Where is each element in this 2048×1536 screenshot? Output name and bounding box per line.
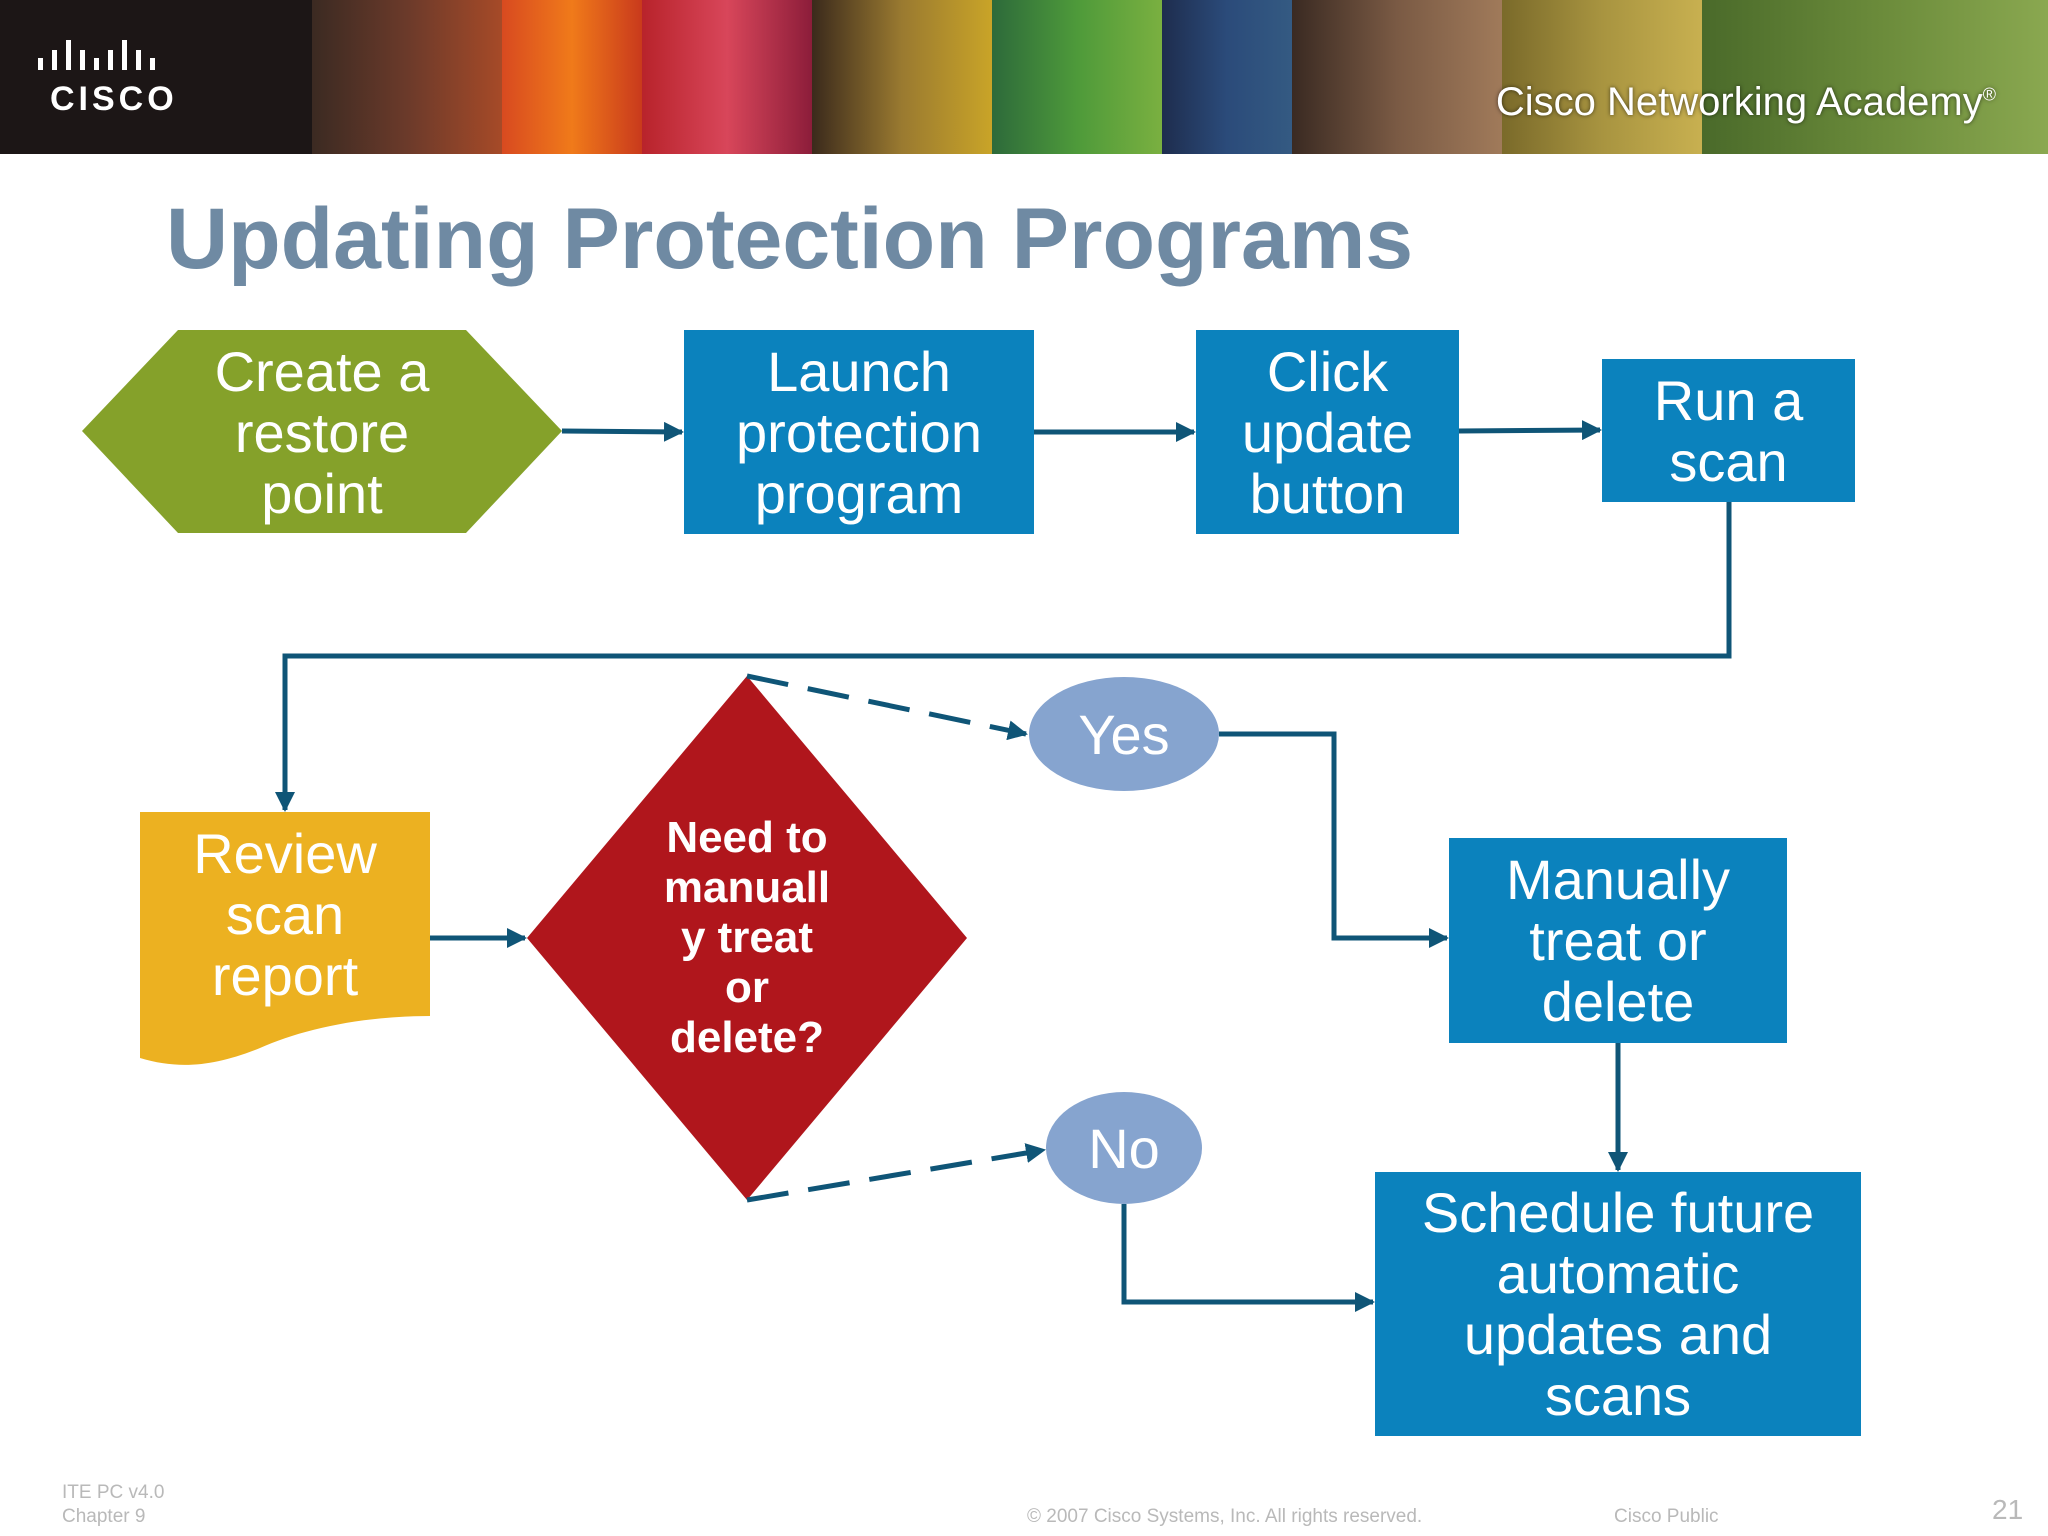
- launch-program-box: [684, 330, 1034, 534]
- page-number: 21: [1992, 1494, 2024, 1525]
- banner-photo-strip-1: [312, 0, 502, 154]
- connector-restore-to-launch: [561, 421, 684, 442]
- academy-text: Cisco Networking Academy: [1495, 80, 1983, 124]
- connector-no-to-schedule: [1121, 1204, 1375, 1312]
- slide-title: Updating Protection Programs: [166, 191, 1414, 287]
- run-scan-box: [1602, 359, 1855, 502]
- review-report-document: [140, 812, 430, 1065]
- yes-label: Yes: [1078, 702, 1170, 766]
- click-update-box: [1196, 330, 1459, 534]
- manual-treat-label: Manually treat or delete: [1505, 848, 1731, 1033]
- banner-photo-strip-5: [992, 0, 1162, 154]
- banner-photo-strip-8: [1502, 0, 1702, 154]
- schedule-label: Schedule future automatic updates and sc…: [1421, 1181, 1815, 1427]
- no-oval: [1046, 1092, 1202, 1204]
- decision-label: Need to manuall y treat or delete?: [663, 813, 831, 1062]
- schedule-box: [1375, 1172, 1861, 1436]
- connector-decision-to-yes: [746, 673, 1028, 741]
- cisco-logo: CISCO: [0, 0, 312, 154]
- banner-photo-strip-4: [812, 0, 992, 154]
- restore-point-label: Create a restore point: [214, 339, 430, 525]
- header-banner: CISCO Cisco Networking Academy®: [0, 0, 2048, 154]
- banner-photo-strip-6: [1162, 0, 1292, 154]
- connector-scan-to-review: [275, 502, 1732, 812]
- banner-photo-strip-3: [642, 0, 812, 154]
- footer-course: ITE PC v4.0: [62, 1482, 165, 1503]
- banner-photo-strip-7: [1292, 0, 1502, 154]
- restore-point-hexagon: [82, 330, 562, 533]
- yes-oval: [1029, 677, 1219, 791]
- footer-chapter: Chapter 9: [62, 1506, 146, 1527]
- connector-click-to-scan: [1458, 420, 1602, 441]
- launch-program-label: Launch protection program: [736, 339, 982, 525]
- connector-decision-to-no: [746, 1143, 1046, 1203]
- footer-copyright: © 2007 Cisco Systems, Inc. All rights re…: [1027, 1506, 1423, 1527]
- connector-yes-to-manual: [1219, 731, 1449, 948]
- click-update-label: Click update button: [1241, 339, 1414, 525]
- footer-classification: Cisco Public: [1614, 1506, 1719, 1527]
- academy-name: Cisco Networking Academy®: [1496, 80, 1996, 125]
- registered-mark: ®: [1982, 84, 1996, 105]
- banner-photo-strip-9: [1702, 0, 2048, 154]
- cisco-bridge-icon: [38, 40, 155, 70]
- decision-diamond: [527, 676, 967, 1200]
- cisco-wordmark: CISCO: [50, 80, 178, 118]
- manual-treat-box: [1449, 838, 1787, 1043]
- review-report-label: Review scan report: [193, 821, 377, 1007]
- no-label: No: [1088, 1116, 1160, 1180]
- run-scan-label: Run a scan: [1653, 368, 1804, 493]
- banner-photo-strip-2: [502, 0, 642, 154]
